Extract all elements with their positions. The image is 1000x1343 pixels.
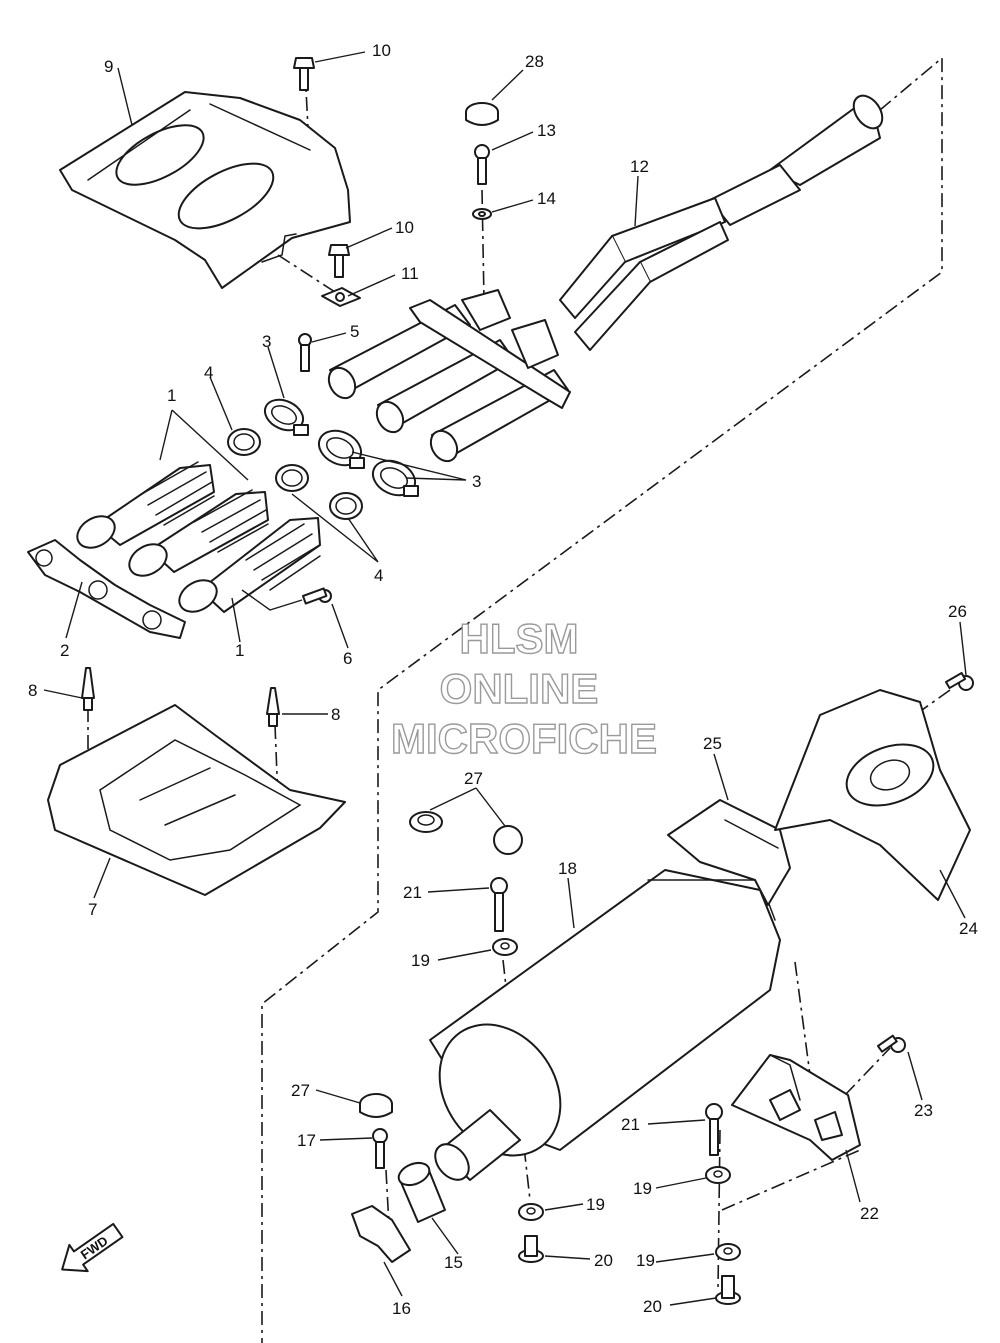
lower-heat-shield xyxy=(47,704,346,896)
joint-sleeve xyxy=(397,1161,446,1223)
spacer-20-a xyxy=(518,1235,544,1263)
pipe-clamp-1 xyxy=(263,398,309,436)
callout-16: 16 xyxy=(392,1299,411,1318)
callout-18: 18 xyxy=(558,859,577,878)
callout-3-lower: 3 xyxy=(472,472,481,491)
callout-1-lower: 1 xyxy=(235,641,244,660)
leader-lines xyxy=(43,51,967,1306)
collar-19-c xyxy=(705,1166,731,1184)
bolt-17 xyxy=(372,1128,388,1169)
watermark-line-1: HLSM xyxy=(460,615,579,662)
collar-19-b xyxy=(518,1203,544,1221)
washer-14 xyxy=(472,208,492,220)
flange-bolt-top xyxy=(293,57,315,91)
grommet-upper xyxy=(409,811,443,833)
nut-clip xyxy=(321,287,361,307)
pipe-clamp-2 xyxy=(317,429,365,469)
gasket-ring-1 xyxy=(227,428,261,456)
bolt-23 xyxy=(877,1034,906,1053)
callout-15: 15 xyxy=(444,1253,463,1272)
callout-27-lower: 27 xyxy=(291,1081,310,1100)
callout-22: 22 xyxy=(860,1204,879,1223)
upper-heat-shield xyxy=(59,91,351,289)
exhaust-pipe-assembly xyxy=(327,94,884,463)
manifold-gasket xyxy=(27,539,186,639)
callout-19-center: 19 xyxy=(586,1195,605,1214)
gasket-ring-3 xyxy=(329,492,363,520)
callout-8-left: 8 xyxy=(28,681,37,700)
callout-8-right: 8 xyxy=(331,705,340,724)
callout-10-top: 10 xyxy=(372,41,391,60)
callout-24: 24 xyxy=(959,919,978,938)
callout-12: 12 xyxy=(630,157,649,176)
bolt-21-upper xyxy=(490,877,508,932)
bolt-21-lower xyxy=(705,1103,723,1156)
callout-6: 6 xyxy=(343,649,352,668)
callout-23: 23 xyxy=(914,1101,933,1120)
spacer-20-b xyxy=(715,1275,741,1305)
callout-10-middle: 10 xyxy=(395,218,414,237)
callout-28: 28 xyxy=(525,52,544,71)
muffler-bracket xyxy=(731,1054,861,1161)
callout-19-right-lower: 19 xyxy=(636,1251,655,1270)
callout-4-upper: 4 xyxy=(204,363,213,382)
forward-direction-arrow: FWD xyxy=(61,1222,124,1273)
callout-26: 26 xyxy=(948,602,967,621)
callout-4-lower: 4 xyxy=(374,566,383,585)
muffler-hanger xyxy=(351,1205,411,1263)
callout-13: 13 xyxy=(537,121,556,140)
callout-14: 14 xyxy=(537,189,556,208)
bolt-6 xyxy=(302,587,332,605)
callout-3-upper: 3 xyxy=(262,332,271,351)
bolt-13 xyxy=(474,144,490,185)
callout-19-right-upper: 19 xyxy=(633,1179,652,1198)
cap-lower xyxy=(359,1093,393,1118)
watermark-line-2: ONLINE xyxy=(440,665,599,712)
flex-joint-2 xyxy=(128,489,269,577)
rubber-cap-top xyxy=(465,102,499,126)
pipe-clamp-3 xyxy=(371,459,419,497)
callout-27-upper: 27 xyxy=(464,769,483,788)
callout-21-lower: 21 xyxy=(621,1115,640,1134)
callout-2: 2 xyxy=(60,641,69,660)
callout-1-upper: 1 xyxy=(167,386,176,405)
rivet-left xyxy=(81,667,95,711)
muffler-band xyxy=(667,799,791,906)
muffler-end-cover xyxy=(774,689,971,901)
callout-19-upper: 19 xyxy=(411,951,430,970)
callout-11: 11 xyxy=(401,264,419,283)
flange-bolt-middle xyxy=(328,244,350,278)
bolt-26 xyxy=(945,672,974,691)
callout-17: 17 xyxy=(297,1131,316,1150)
muffler-body xyxy=(429,869,781,1181)
flex-joint-1 xyxy=(76,461,215,549)
collar-19-d xyxy=(715,1243,741,1261)
watermark-line-3: MICROFICHE xyxy=(391,715,657,762)
flex-joint-3 xyxy=(178,517,321,613)
gasket-ring-2 xyxy=(275,464,309,492)
callout-5: 5 xyxy=(350,322,359,341)
callout-20-center: 20 xyxy=(594,1251,613,1270)
cap-upper xyxy=(493,825,523,855)
watermark: HLSM ONLINE MICROFICHE xyxy=(390,614,657,762)
callout-9: 9 xyxy=(104,57,113,76)
clamp-bolt-5 xyxy=(298,333,312,372)
callout-21-upper: 21 xyxy=(403,883,422,902)
callout-7: 7 xyxy=(88,900,97,919)
callout-labels: 9 10 28 13 12 14 10 11 5 3 4 1 3 4 2 1 6… xyxy=(28,41,978,1318)
collar-19-a xyxy=(492,938,518,956)
callout-25: 25 xyxy=(703,734,722,753)
callout-20-right: 20 xyxy=(643,1297,662,1316)
rivet-right xyxy=(266,687,280,727)
